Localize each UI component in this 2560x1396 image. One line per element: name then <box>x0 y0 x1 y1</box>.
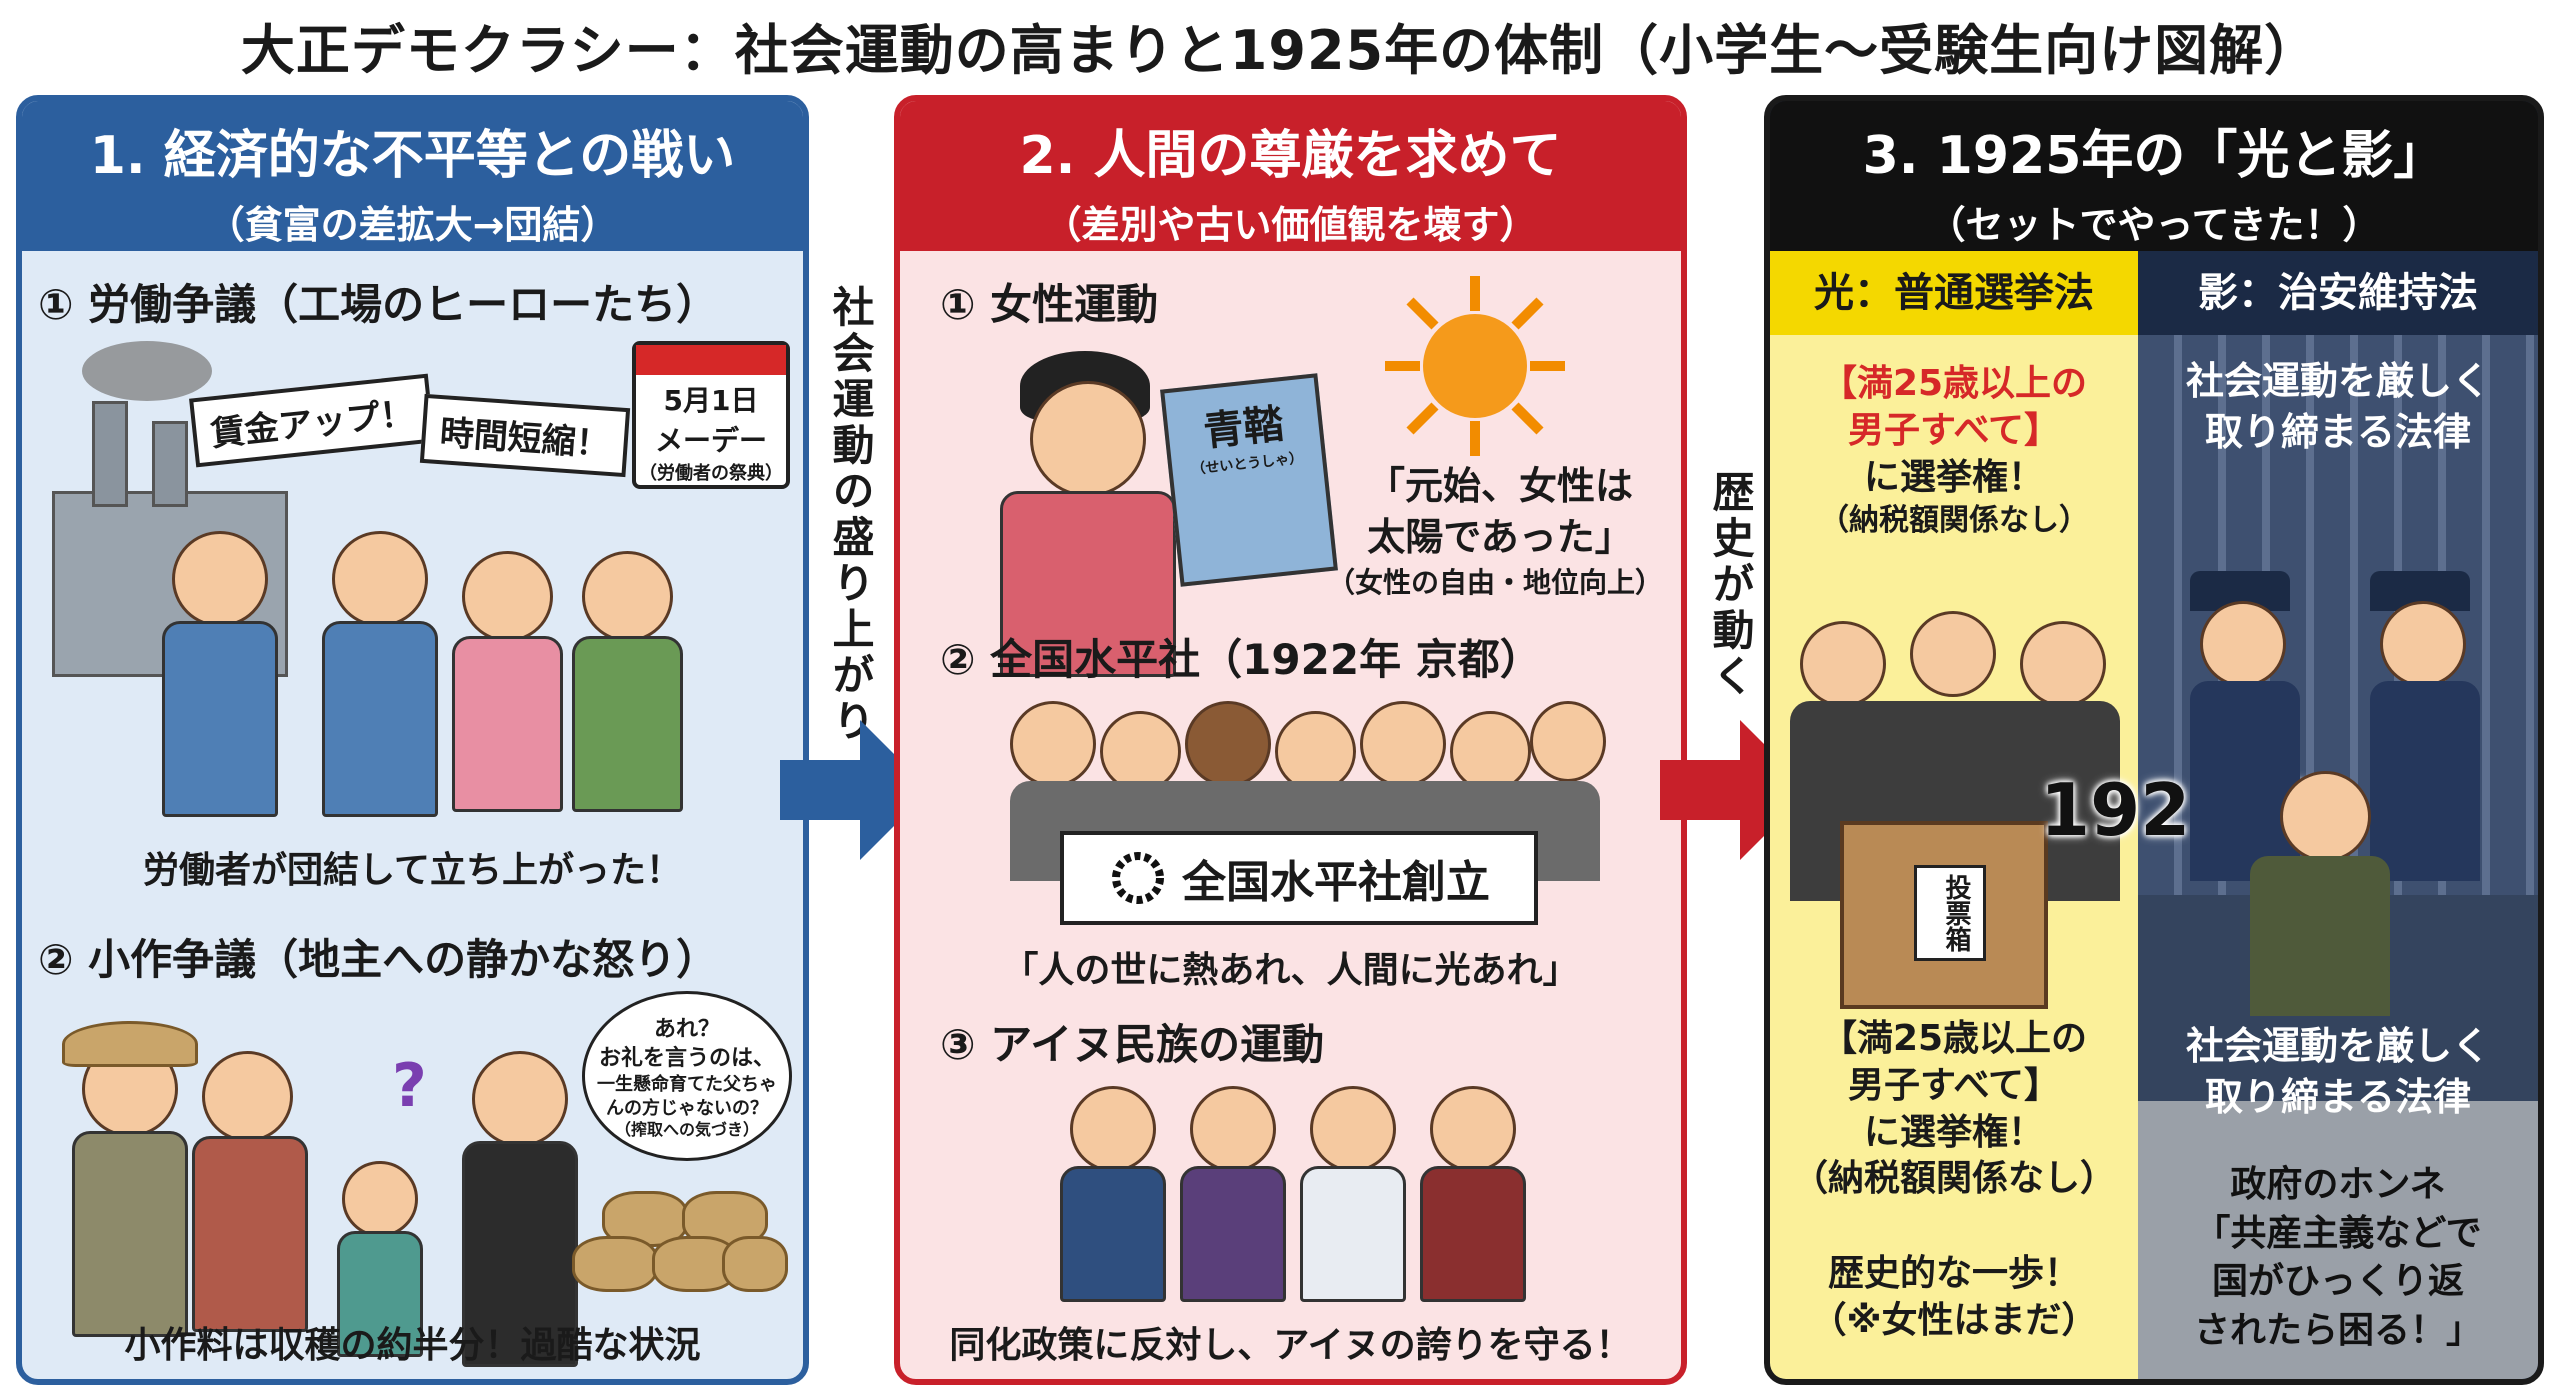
police-uniform <box>2190 681 2300 881</box>
chimney-icon <box>92 401 128 507</box>
quote-note: （女性の自由・地位向上） <box>1326 566 1663 599</box>
police-arrest-illustration <box>2190 571 2510 1021</box>
police-figure <box>2200 601 2286 687</box>
suffrage-text-middle: 【満25歳以上の 男子すべて】 に選挙権！ （納税額関係なし） <box>1791 1018 2116 1200</box>
sign-wage-up: 賃金アップ！ <box>189 373 435 468</box>
sign-shorter-hours: 時間短縮！ <box>419 393 631 478</box>
seito-quote: 「元始、女性は 太陽であった」 <box>1366 464 1633 560</box>
calendar-event: メーデー <box>654 424 767 457</box>
ainu-caption: 同化政策に反対し、アイヌの誇りを守る！ <box>949 1325 1632 1366</box>
panel3-heading: 3. 1925年の「光と影」 <box>1862 126 2446 186</box>
suiheisha-title: ② 全国水平社（1922年 京都） <box>940 635 1542 684</box>
arrow2-label: 歴史が動く <box>1706 470 1755 700</box>
calendar-date: 5月1日 <box>663 384 759 417</box>
peace-law-text-top: 社会運動を厳しく 取り締まる法律 <box>2185 359 2490 455</box>
universal-suffrage-heading: 光：普通選挙法 <box>1770 251 2138 335</box>
panel2-heading: 2. 人間の尊厳を求めて <box>1019 126 1562 186</box>
page-title: 大正デモクラシー：社会運動の高まりと1925年の体制（小学生〜受験生向け図解） <box>240 19 2320 82</box>
question-mark-icon: ? <box>392 1051 427 1121</box>
banner-text: 全国水平社創立 <box>1182 857 1490 908</box>
ainu-people-illustration <box>1060 1086 1530 1302</box>
government-intent-text: 政府のホンネ 「共産主義などで 国がひっくり返 されたら困る！」 <box>2193 1164 2482 1351</box>
suiheisha-declaration: 「人の世に熱あれ、人間に光あれ」 <box>1002 950 1579 991</box>
labor-dispute-title: ① 労働争議（工場のヒーローたち） <box>38 280 719 329</box>
panel1-subheading: （貧富の差拡大→団結） <box>206 203 619 247</box>
speech-bubble: あれ？ お礼を言うのは、 一生懸命育てた父ちゃ んの方じゃないの？ （搾取への気… <box>582 991 792 1161</box>
tenant-dispute-illustration: ? あれ？ お礼を言うのは、 一生懸命育てた父ちゃ んの方じゃないの？ （搾取へ… <box>42 991 792 1379</box>
labor-dispute-illustration: 賃金アップ！ 時間短縮！ 5月1日 メーデー （労働者の祭典） <box>42 341 790 821</box>
peace-preservation-heading: 影：治安維持法 <box>2138 251 2538 335</box>
sun-icon <box>1385 276 1565 456</box>
chimney-icon <box>152 421 188 507</box>
panel-1925-light-shadow: 3. 1925年の「光と影」 （セットでやってきた！） 光：普通選挙法 影：治安… <box>1764 95 2544 1385</box>
ballot-box-icon: 投票箱 <box>1840 821 2048 1009</box>
peace-law-text-middle: 社会運動を厳しく 取り締まる法律 <box>2185 1024 2490 1120</box>
crown-of-thorns-icon <box>1112 852 1164 904</box>
seitosha-magazine-icon: 青鞜 （せいとうしゃ） <box>1160 373 1338 587</box>
suffrage-text-top: 【満25歳以上の 男子すべて】 に選挙権！ （納税額関係なし） <box>1819 363 2089 539</box>
panel1-header: 1. 経済的な不平等との戦い （貧富の差拡大→団結） <box>22 101 803 251</box>
panel-economic-inequality: 1. 経済的な不平等との戦い （貧富の差拡大→団結） ① 労働争議（工場のヒーロ… <box>16 95 809 1385</box>
smoke-icon <box>82 341 212 401</box>
arrested-person-body <box>2250 856 2390 1016</box>
tenant-caption: 小作料は収穫の約半分！過酷な状況 <box>124 1325 701 1366</box>
panel1-heading: 1. 経済的な不平等との戦い <box>89 126 736 186</box>
panel2-subheading: （差別や古い価値観を壊す） <box>1043 203 1538 247</box>
calendar-note: （労働者の祭典） <box>639 463 783 484</box>
suffrage-text-bottom: 歴史的な一歩！ （※女性はまだ） <box>1810 1253 2098 1341</box>
panel-human-dignity: 2. 人間の尊厳を求めて （差別や古い価値観を壊す） ① 女性運動 青鞜 （せい… <box>894 95 1687 1385</box>
police-uniform <box>2370 681 2480 881</box>
rice-sack-icon <box>572 1236 658 1292</box>
police-figure <box>2380 601 2466 687</box>
calendar-icon: 5月1日 メーデー （労働者の祭典） <box>632 341 790 489</box>
panel3-subheading: （セットでやってきた！） <box>1927 203 2381 247</box>
labor-caption: 労働者が団結して立ち上がった！ <box>143 850 682 891</box>
womens-movement-title: ① 女性運動 <box>940 280 1159 329</box>
government-intent-box <box>2138 1101 2538 1379</box>
ainu-movement-title: ③ アイヌ民族の運動 <box>940 1020 1325 1069</box>
panel2-header: 2. 人間の尊厳を求めて （差別や古い価値観を壊す） <box>900 101 1681 251</box>
ballot-box-label: 投票箱 <box>1914 865 1986 961</box>
arrested-person-figure <box>2280 771 2371 862</box>
rice-sack-icon <box>722 1236 788 1292</box>
suiheisha-banner: 全国水平社創立 <box>1060 831 1538 925</box>
arrow-right-icon <box>780 720 930 860</box>
panel3-header: 3. 1925年の「光と影」 （セットでやってきた！） <box>1770 101 2538 251</box>
tenant-dispute-title: ② 小作争議（地主への静かな怒り） <box>38 935 719 984</box>
arrow1-label: 社会運動の盛り上がり <box>826 285 875 745</box>
